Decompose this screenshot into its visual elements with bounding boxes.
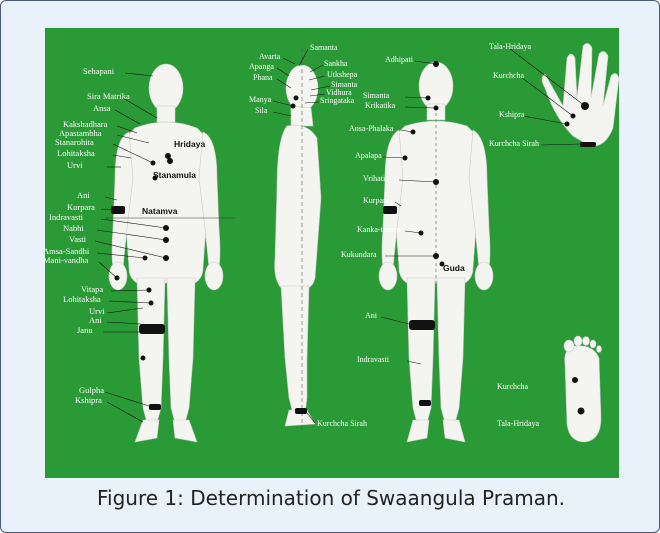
label-sringataka: Sringataka	[320, 96, 355, 105]
label-sankha: Sankha	[324, 59, 348, 68]
label-guda: Guda	[443, 263, 465, 273]
label-sila: Sila	[255, 106, 268, 115]
label-kurchcha-sirah-side: Kurchcha Sirah	[317, 419, 367, 428]
label-adhipati: Adhipati	[385, 55, 414, 64]
label-vrihati: Vrihati	[363, 174, 386, 183]
label-kanka-taruna: Kanka-taruna	[357, 225, 401, 234]
side-figure	[275, 65, 321, 426]
label-hridaya: Hridaya	[174, 139, 205, 149]
label-tala-hridaya-hand: Tala-Hridaya	[489, 42, 532, 51]
marma-chart-image: Sehapani Sira Matrika Ansa Kakshadhara A…	[45, 28, 619, 478]
label-utkshepa: Utkshepa	[327, 70, 358, 79]
marma-points-diagram: Sehapani Sira Matrika Ansa Kakshadhara A…	[45, 28, 619, 478]
hand-figure	[542, 43, 619, 146]
label-stanarohita: Stanarohita	[55, 137, 94, 147]
label-vasti: Vasti	[69, 234, 87, 244]
label-lohitaksha-lower: Lohitaksha	[63, 294, 101, 304]
hand-labels: Tala-Hridaya Kurchcha Kshipra Kurchcha S…	[489, 42, 539, 148]
label-indravasti-back: Indravasti	[357, 355, 390, 364]
label-mani-vandha: Mani-vandha	[45, 255, 89, 265]
label-kurchcha-hand: Kurchcha	[493, 71, 525, 80]
foot-labels: Kurchcha Tala-Hridaya	[497, 382, 540, 428]
label-tala-hridaya-foot: Tala-Hridaya	[497, 419, 540, 428]
label-phana: Phana	[253, 73, 273, 82]
label-kshipra-hand: Kshipra	[499, 110, 525, 119]
label-indravasti: Indravasti	[49, 212, 84, 222]
label-krikatika: Krikatika	[365, 101, 396, 110]
label-janu: Janu	[77, 325, 93, 335]
label-natamva: Natamva	[142, 206, 178, 216]
label-sehapani: Sehapani	[83, 66, 115, 76]
label-vitapa: Vitapa	[81, 284, 103, 294]
label-nabhi: Nabhi	[63, 223, 84, 233]
label-kurchcha-foot: Kurchcha	[497, 382, 529, 391]
label-manya: Manya	[249, 95, 272, 104]
label-ansa: Ansa	[93, 103, 111, 113]
label-ani-upper: Ani	[77, 190, 90, 200]
label-ansa-phalaka: Ansa-Phalaka	[349, 124, 394, 133]
label-kshipra-foot: Kshipra	[75, 395, 102, 405]
label-avarta: Avarta	[259, 52, 281, 61]
label-lohitaksha-upper: Lohitaksha	[57, 148, 95, 158]
label-sira-matrika: Sira Matrika	[87, 91, 130, 101]
label-gulpha: Gulpha	[79, 385, 104, 395]
front-figure	[109, 64, 223, 442]
label-ani-lower: Ani	[89, 315, 102, 325]
label-kurchcha-sirah-hand: Kurchcha Sirah	[489, 139, 539, 148]
label-samanta: Samanta	[310, 43, 338, 52]
label-apanga: Apanga	[249, 62, 274, 71]
label-simanta-back: Simanta	[363, 91, 390, 100]
label-kurpara: Kurpara	[67, 202, 95, 212]
label-urvi-upper: Urvi	[67, 160, 83, 170]
label-kukundara: Kukundara	[341, 250, 377, 259]
foot-figure	[564, 336, 602, 442]
figure-caption: Figure 1: Determination of Swaangula Pra…	[1, 486, 660, 510]
label-stanamula: Stanamula	[153, 170, 196, 180]
label-kurpara-back: Kurpara	[363, 196, 390, 205]
label-apalapa: Apalapa	[355, 151, 382, 160]
label-ani-back: Ani	[365, 311, 378, 320]
